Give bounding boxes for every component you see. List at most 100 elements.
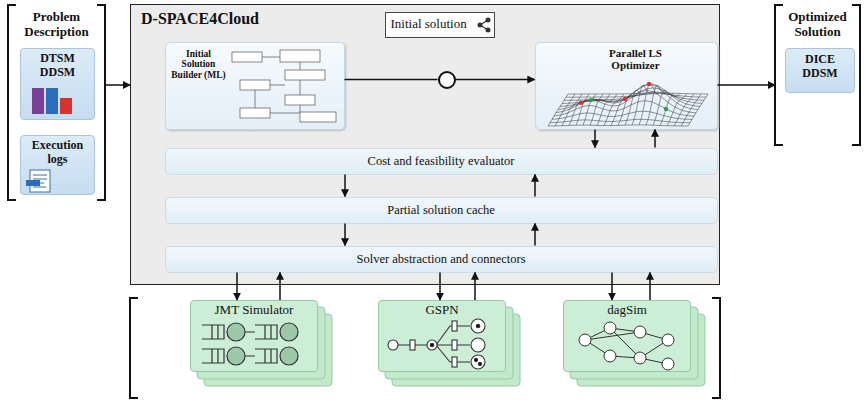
node-label: Optimized Solution (777, 10, 858, 40)
dag-node (634, 326, 646, 338)
dag-edges (585, 328, 668, 364)
builder-box: Initial Solution Builder (ML) (165, 42, 345, 130)
arcs (398, 326, 470, 362)
connector-arrow (439, 273, 441, 301)
dag-node (579, 334, 591, 346)
node-label: JMT Simulator (191, 303, 317, 318)
mesh-line (569, 94, 589, 125)
token (476, 324, 480, 328)
token (430, 343, 434, 347)
connector-arrow (105, 84, 130, 86)
optimizer-box: Parallel LS Optimizer (535, 42, 718, 130)
server (280, 323, 298, 341)
mesh-line (556, 90, 696, 113)
mesh-line (576, 94, 596, 125)
connector-arrow (718, 84, 776, 86)
transition (410, 340, 415, 350)
mesh-line (611, 94, 631, 126)
node-label: dagSim (564, 303, 690, 318)
mesh-line (562, 88, 702, 104)
dag-node (662, 334, 674, 346)
token (474, 358, 477, 361)
mesh-line (552, 111, 692, 119)
connector-arrow (611, 273, 613, 301)
node-label: Initial solution (391, 17, 494, 32)
queue (202, 349, 224, 363)
queue (245, 349, 277, 363)
mesh-line (555, 94, 575, 126)
mesh-line (660, 93, 680, 125)
dag-node (604, 350, 616, 362)
server (227, 347, 245, 365)
uml-icon (32, 88, 72, 114)
output-group: Optimized SolutionDICE DDSM (775, 5, 860, 145)
solver-card: dagSim (563, 300, 691, 372)
search-point (579, 101, 583, 105)
log-sheet (30, 170, 50, 192)
system-panel: D-SPACE4CloudInitial Solution Builder (M… (130, 4, 720, 285)
transition (452, 321, 457, 331)
search-point (647, 82, 651, 86)
queue-network-icon (202, 323, 298, 365)
connector-arrow (594, 130, 596, 148)
node-label: Problem Description (10, 10, 103, 40)
mesh-line (625, 90, 645, 125)
transition (452, 340, 457, 350)
uml-block (60, 98, 72, 114)
mesh-line (653, 90, 673, 125)
flow-box (240, 80, 270, 90)
mesh-line (618, 93, 638, 125)
place (471, 338, 485, 352)
connector-arrow (344, 175, 346, 197)
queue (202, 325, 224, 339)
share-icon (478, 18, 491, 33)
share-dot (478, 23, 483, 28)
bracket (712, 298, 720, 398)
mesh-line (548, 125, 688, 126)
dag-icon (579, 322, 674, 370)
token (478, 362, 481, 365)
connector-arrow (236, 273, 238, 301)
server (280, 347, 298, 365)
mesh-line (550, 119, 690, 122)
mesh-line (560, 84, 700, 107)
node-label: Cost and feasibility evaluator (166, 149, 717, 174)
mesh-line (667, 94, 687, 126)
mesh-line (632, 86, 652, 125)
flow-box (240, 108, 270, 118)
connector-arrow (456, 79, 535, 81)
search-point (623, 97, 627, 101)
mesh-line (639, 84, 659, 125)
mesh-line (604, 94, 624, 126)
input-group: Problem DescriptionDTSM DDSMExecution lo… (8, 5, 105, 200)
node-label: Solver abstraction and connectors (166, 247, 717, 272)
flow-box (280, 50, 320, 62)
mesh-line (583, 94, 603, 125)
log-lines (33, 175, 47, 187)
bracket (8, 5, 16, 200)
flow-box (285, 70, 325, 80)
service-band: Partial solution cache (165, 197, 718, 224)
flowchart-icon (232, 50, 336, 122)
node-label: Parallel LS Optimizer (591, 47, 681, 72)
node-label: GSPN (379, 303, 505, 318)
search-point (589, 98, 593, 102)
bracket (775, 5, 783, 145)
service-band: Solver abstraction and connectors (165, 246, 718, 273)
mesh-line (562, 94, 582, 126)
connector-arrow (534, 224, 536, 246)
search-point (664, 107, 668, 111)
uml-block (46, 88, 58, 114)
share-dot (486, 28, 491, 33)
dag-node (634, 352, 646, 364)
place (471, 319, 485, 333)
mesh-line (674, 94, 694, 126)
mesh-line (646, 86, 666, 125)
mesh-line (688, 94, 708, 126)
connector-arrow (279, 273, 281, 301)
flow-box (232, 52, 262, 62)
connector-arrow (649, 273, 651, 301)
log-icon (26, 170, 50, 192)
log-box: Execution logs (20, 135, 95, 195)
